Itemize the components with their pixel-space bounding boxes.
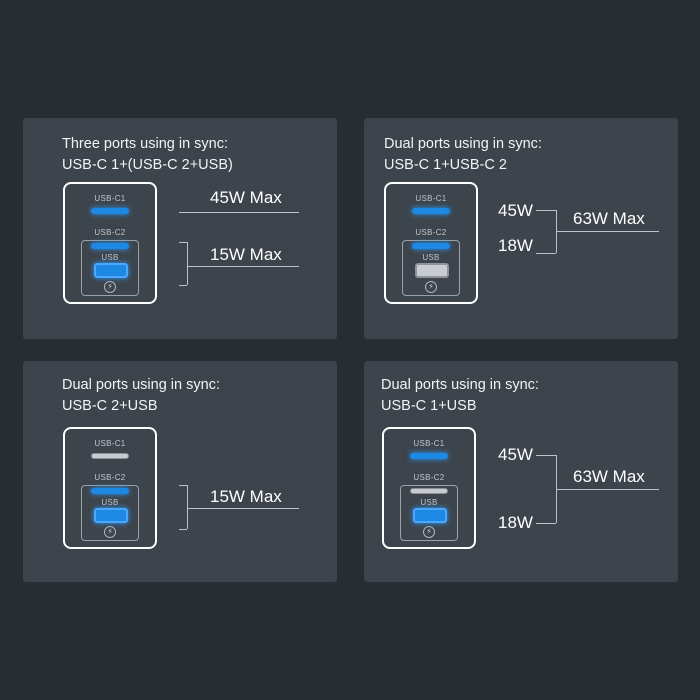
panel-three-ports: Three ports using in sync: USB-C 1+(USB-… bbox=[23, 118, 337, 339]
charger-illustration: USB-C1 USB-C2 USB ⚡ bbox=[384, 182, 478, 304]
usb-c2-usb-group: USB ⚡ bbox=[81, 240, 139, 296]
bracket-vertical bbox=[187, 485, 188, 529]
port-label-usb-c1: USB-C1 bbox=[415, 194, 447, 203]
value-45w-max: 45W Max bbox=[210, 188, 282, 207]
connector-line bbox=[556, 231, 659, 232]
bracket-bottom bbox=[179, 529, 187, 530]
panel-ports: USB-C 1+USB-C 2 bbox=[384, 157, 507, 173]
port-label-usb: USB bbox=[101, 253, 119, 262]
port-label-usb-c1: USB-C1 bbox=[94, 194, 126, 203]
panel-dual-c1-c2: Dual ports using in sync: USB-C 1+USB-C … bbox=[364, 118, 678, 339]
bracket-vertical bbox=[187, 242, 188, 285]
value-45w: 45W bbox=[498, 201, 533, 220]
charger-illustration: USB-C1 USB-C2 USB ⚡ bbox=[382, 427, 476, 549]
usb-c1-port bbox=[410, 453, 448, 459]
panel-title: Dual ports using in sync: bbox=[384, 136, 542, 152]
bracket-bottom bbox=[536, 253, 556, 254]
usb-c1-port bbox=[91, 453, 129, 459]
bracket-top bbox=[179, 242, 187, 243]
usb-a-port bbox=[413, 508, 447, 523]
panel-ports: USB-C 1+(USB-C 2+USB) bbox=[62, 157, 233, 173]
connector-line bbox=[179, 212, 299, 213]
usb-c1-port bbox=[412, 208, 450, 214]
panel-dual-c2-usb: Dual ports using in sync: USB-C 2+USB US… bbox=[23, 361, 337, 582]
port-label-usb: USB bbox=[422, 253, 440, 262]
value-63w-max: 63W Max bbox=[573, 209, 645, 228]
value-45w: 45W bbox=[498, 445, 533, 464]
usb-c2-port bbox=[412, 243, 450, 249]
lightning-bolt-icon: ⚡ bbox=[104, 526, 116, 538]
value-15w-max: 15W Max bbox=[210, 487, 282, 506]
port-label-usb-c2: USB-C2 bbox=[94, 473, 126, 482]
panel-title: Three ports using in sync: bbox=[62, 136, 229, 152]
usb-c2-usb-group: USB ⚡ bbox=[81, 485, 139, 541]
usb-c2-port bbox=[91, 488, 129, 494]
value-63w-max: 63W Max bbox=[573, 467, 645, 486]
lightning-bolt-icon: ⚡ bbox=[425, 281, 437, 293]
usb-a-port bbox=[94, 508, 128, 523]
connector-line bbox=[187, 266, 299, 267]
port-label-usb-c1: USB-C1 bbox=[413, 439, 445, 448]
bracket-top bbox=[536, 455, 556, 456]
usb-c2-port bbox=[91, 243, 129, 249]
value-15w-max: 15W Max bbox=[210, 245, 282, 264]
port-label-usb: USB bbox=[101, 498, 119, 507]
panel-title: Dual ports using in sync: bbox=[381, 377, 539, 393]
port-label-usb-c2: USB-C2 bbox=[415, 228, 447, 237]
panel-dual-c1-usb: Dual ports using in sync: USB-C 1+USB US… bbox=[364, 361, 678, 582]
usb-c2-usb-group: USB ⚡ bbox=[400, 485, 458, 541]
port-label-usb: USB bbox=[420, 498, 438, 507]
value-18w: 18W bbox=[498, 236, 533, 255]
connector-line bbox=[187, 508, 299, 509]
bracket-top bbox=[179, 485, 187, 486]
panel-ports: USB-C 2+USB bbox=[62, 398, 158, 414]
bracket-top bbox=[536, 210, 556, 211]
charger-illustration: USB-C1 USB-C2 USB ⚡ bbox=[63, 427, 157, 549]
connector-line bbox=[556, 489, 659, 490]
usb-a-port bbox=[94, 263, 128, 278]
port-label-usb-c2: USB-C2 bbox=[413, 473, 445, 482]
port-label-usb-c2: USB-C2 bbox=[94, 228, 126, 237]
charger-illustration: USB-C1 USB-C2 USB ⚡ bbox=[63, 182, 157, 304]
value-18w: 18W bbox=[498, 513, 533, 532]
port-label-usb-c1: USB-C1 bbox=[94, 439, 126, 448]
usb-a-port bbox=[415, 263, 449, 278]
lightning-bolt-icon: ⚡ bbox=[423, 526, 435, 538]
panel-title: Dual ports using in sync: bbox=[62, 377, 220, 393]
bracket-bottom bbox=[179, 285, 187, 286]
panel-ports: USB-C 1+USB bbox=[381, 398, 477, 414]
usb-c2-usb-group: USB ⚡ bbox=[402, 240, 460, 296]
usb-c1-port bbox=[91, 208, 129, 214]
usb-c2-port bbox=[410, 488, 448, 494]
bracket-bottom bbox=[536, 523, 556, 524]
lightning-bolt-icon: ⚡ bbox=[104, 281, 116, 293]
